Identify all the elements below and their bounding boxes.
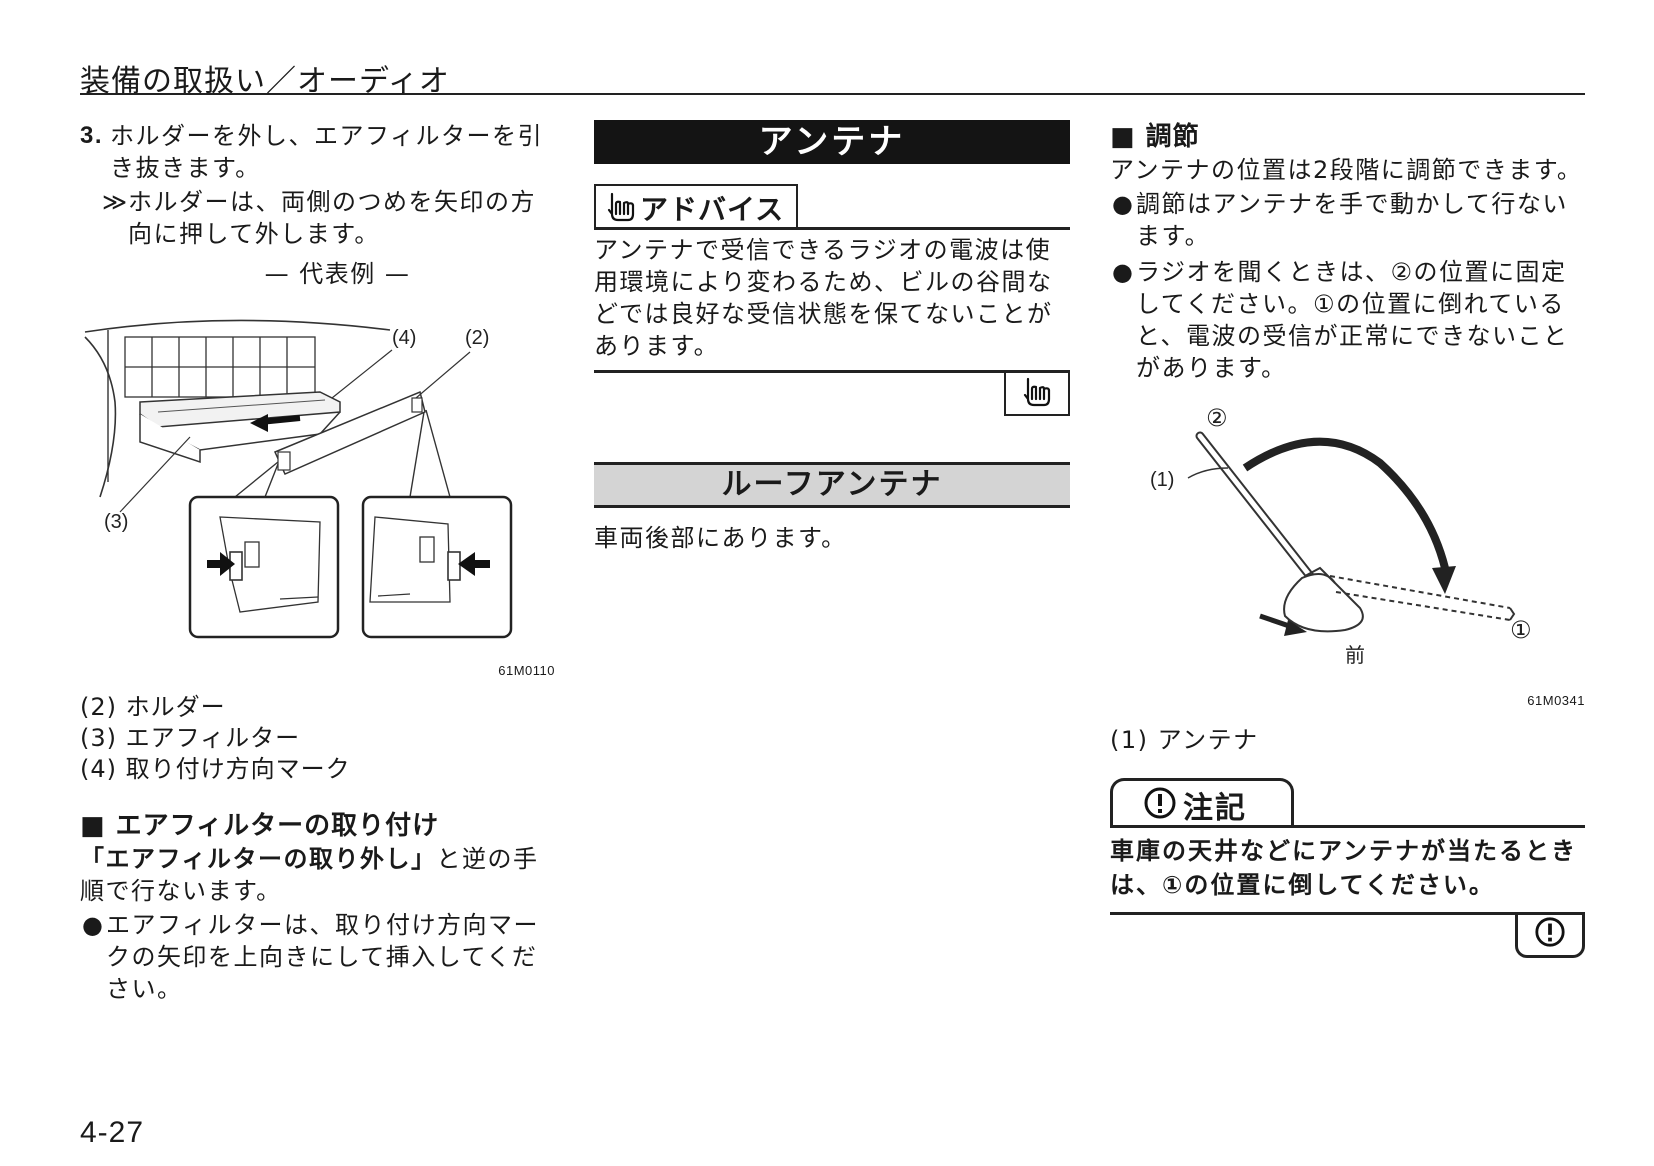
- advice-label: アドバイス: [640, 193, 785, 226]
- position-2-label: ②: [1206, 404, 1228, 432]
- pointing-hand-icon: [1022, 375, 1052, 411]
- advice-header: アドバイス: [594, 184, 1070, 230]
- subnote-mark: ≫: [102, 188, 129, 216]
- antenna-legend: (1) アンテナ: [1110, 726, 1259, 754]
- figure-code: 61M0341: [1527, 693, 1585, 708]
- install-text: 「エアフィルターの取り外し」と逆の手順で行ないます。: [80, 843, 555, 907]
- column-middle: アンテナ アドバイス アンテナで受信できるラジオの電波は使用環境により変わるため…: [594, 120, 1070, 554]
- roof-antenna-title: ルーフアンテナ: [594, 462, 1070, 508]
- legend-item-holder: (2) ホルダー: [80, 693, 226, 721]
- figure-code: 61M0110: [498, 663, 555, 678]
- step-3: 3. ホルダーを外し、エアフィルターを引き抜きます。: [80, 120, 555, 184]
- subnote-text: ホルダーは、両側のつめを矢印の方向に押して外します。: [128, 188, 536, 248]
- roof-antenna-text: 車両後部にあります。: [594, 524, 847, 552]
- exclamation-circle-icon: [1534, 916, 1566, 952]
- note-label: 注記: [1183, 790, 1247, 826]
- front-label: 前: [1345, 643, 1365, 667]
- bullet-dot: ●: [1112, 190, 1135, 218]
- antenna-label-1: (1): [1150, 469, 1174, 491]
- column-left: 3. ホルダーを外し、エアフィルターを引き抜きます。 ≫ ホルダーは、両側のつめ…: [80, 120, 555, 1005]
- install-bullet-text: エアフィルターは、取り付け方向マークの矢印を上向きにして挿入してください。: [106, 911, 540, 1003]
- figure-legend: (2) ホルダー (3) エアフィルター (4) 取り付け方向マーク: [80, 692, 555, 785]
- advice-end: [594, 370, 1070, 416]
- install-ref-rest: と逆の手順で行ないます。: [80, 845, 539, 905]
- antenna-title: アンテナ: [594, 120, 1070, 164]
- note-rule: [1110, 825, 1585, 828]
- step-number: 3.: [80, 122, 104, 149]
- step-text: ホルダーを外し、エアフィルターを引き抜きます。: [110, 122, 544, 182]
- header-rule: [80, 93, 1585, 95]
- adjust-bullet-1: ● 調節はアンテナを手で動かして行ないます。: [1110, 188, 1585, 252]
- advice-rule: [594, 227, 1070, 230]
- pointing-hand-icon: [606, 190, 636, 226]
- install-heading: ■ エアフィルターの取り付け: [80, 811, 440, 841]
- label-3: (3): [104, 511, 128, 533]
- bullet-dot: ●: [1112, 258, 1135, 286]
- page-number: 4-27: [80, 1116, 145, 1149]
- antenna-figure: ② (1) ① 前 61M0341: [1110, 398, 1585, 708]
- step-subnote: ≫ ホルダーは、両側のつめを矢印の方向に押して外します。: [80, 186, 555, 250]
- note-label-box: 注記: [1110, 778, 1294, 828]
- air-filter-figure: (4) (2) (3) 61M0110: [80, 302, 555, 678]
- advice-end-box: [1004, 370, 1070, 416]
- advice-label-box: アドバイス: [594, 184, 798, 230]
- note-end: [1110, 912, 1585, 958]
- position-1-label: ①: [1510, 616, 1532, 644]
- label-4: (4): [392, 327, 416, 349]
- adjust-heading: ■ 調節: [1110, 122, 1200, 152]
- note-header: 注記: [1110, 778, 1585, 828]
- column-right: ■ 調節 アンテナの位置は2段階に調節できます。 ● 調節はアンテナを手で動かし…: [1110, 120, 1585, 958]
- label-2: (2): [465, 327, 489, 349]
- install-ref: 「エアフィルターの取り外し」: [80, 845, 437, 873]
- install-bullet: ● エアフィルターは、取り付け方向マークの矢印を上向きにして挿入してください。: [80, 909, 555, 1005]
- adjust-bullet-2: ● ラジオを聞くときは、②の位置に固定してください。①の位置に倒れていると、電波…: [1110, 256, 1585, 384]
- note-end-box: [1515, 912, 1585, 958]
- adjust-bullet-1-text: 調節はアンテナを手で動かして行ないます。: [1136, 190, 1568, 250]
- advice-end-rule: [594, 370, 1070, 373]
- antenna-illustration: ② (1) ① 前: [1150, 404, 1532, 667]
- legend-item-direction-mark: (4) 取り付け方向マーク: [80, 755, 351, 783]
- legend-item-air-filter: (3) エアフィルター: [80, 724, 301, 752]
- exclamation-circle-icon: [1143, 786, 1177, 824]
- advice-text: アンテナで受信できるラジオの電波は使用環境により変わるため、ビルの谷間などでは良…: [594, 236, 1053, 360]
- representative-caption: — 代表例 —: [264, 260, 411, 288]
- adjust-bullet-2-text: ラジオを聞くときは、②の位置に固定してください。①の位置に倒れていると、電波の受…: [1136, 258, 1569, 382]
- air-filter-illustration: (4) (2) (3): [84, 319, 513, 639]
- bullet-dot: ●: [82, 911, 105, 939]
- note-end-rule: [1110, 912, 1585, 915]
- note-text: 車庫の天井などにアンテナが当たるときは、①の位置に倒してください。: [1110, 837, 1578, 899]
- adjust-text: アンテナの位置は2段階に調節できます。: [1110, 156, 1583, 184]
